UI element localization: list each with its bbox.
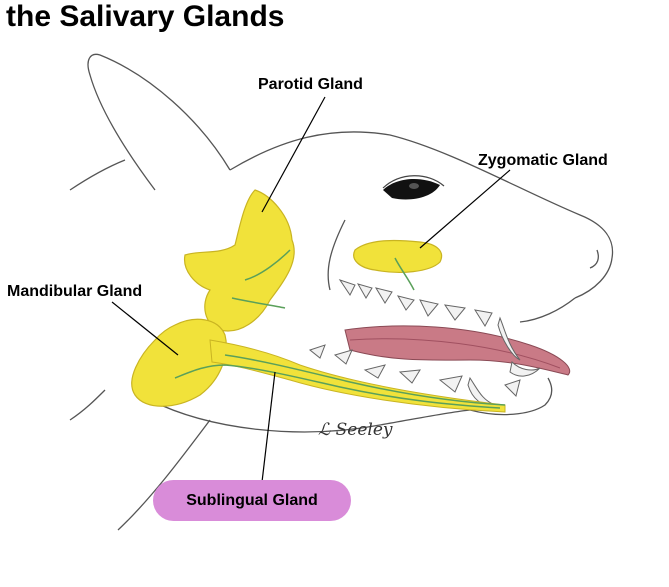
- zygomatic-gland-shape: [353, 239, 443, 273]
- head-outline: [69, 53, 614, 531]
- mandibular-label: Mandibular Gland: [7, 283, 143, 300]
- leader-lines: [111, 96, 511, 483]
- diagram-title: the Salivary Glands: [6, 0, 285, 33]
- teeth: [308, 279, 541, 407]
- eye: [382, 175, 445, 200]
- parotid-label: Parotid Gland: [258, 76, 363, 93]
- zygomatic-leader-line: [419, 169, 511, 249]
- mandibular-leader-line: [111, 301, 179, 356]
- sublingual-gland-shape: [209, 339, 506, 413]
- glands: [131, 189, 506, 413]
- sublingual-leader-line: [261, 371, 276, 483]
- ducts: [174, 249, 506, 409]
- sublingual-label: Sublingual Gland: [186, 492, 318, 509]
- mandibular-gland-shape: [131, 318, 227, 407]
- sublingual-highlight: Sublingual Gland: [153, 480, 351, 521]
- parotid-leader-line: [261, 96, 326, 213]
- artist-signature: ℒ Seeley: [318, 420, 393, 440]
- zygomatic-label: Zygomatic Gland: [478, 152, 608, 169]
- tongue-groove: [349, 338, 561, 369]
